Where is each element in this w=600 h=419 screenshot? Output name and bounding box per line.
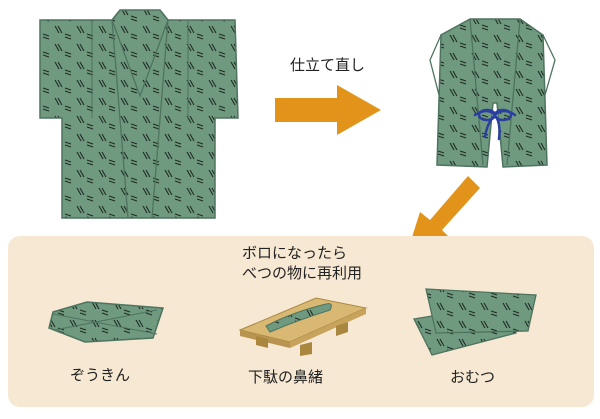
- vest-illustration: [429, 18, 556, 168]
- worn-out-line-2: べつの物に再利用: [242, 264, 363, 282]
- worn-out-line-1: ボロになったら: [242, 244, 348, 262]
- zoukin-label: ぞうきん: [70, 366, 131, 384]
- arrow-right-icon: [275, 85, 381, 135]
- remake-label: 仕立て直し: [290, 56, 366, 74]
- geta-illustration: [238, 297, 368, 356]
- kimono-illustration: [39, 9, 239, 219]
- omutsu-label: おむつ: [450, 368, 496, 386]
- geta-hanao-label: 下駄の鼻緒: [248, 368, 324, 386]
- rag-illustration: [48, 301, 165, 343]
- diaper-illustration: [413, 288, 537, 356]
